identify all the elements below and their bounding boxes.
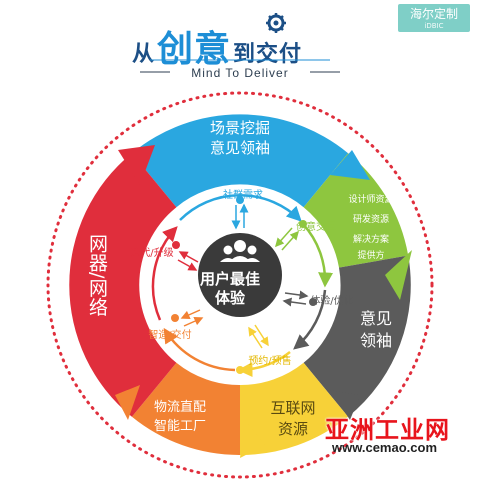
center-line1: 用户最佳 xyxy=(199,270,260,288)
title-main-word: 创意 xyxy=(157,29,232,70)
segment-top-line1: 场景挖掘 xyxy=(209,119,270,137)
segment-right-label: 意见 领袖 xyxy=(346,308,406,352)
segment-right-line2: 领袖 xyxy=(359,331,392,350)
node-right xyxy=(309,298,317,306)
outer-dotted-ring xyxy=(46,91,434,479)
segment-top-line2: 意见领袖 xyxy=(209,139,270,157)
segment-right-top-label: 设计师资源 研发资源 解决方案 提供方 xyxy=(335,192,407,264)
segment-bottom-right-label: 互联网 资源 xyxy=(258,398,328,440)
arrow-tip-right-top xyxy=(385,250,412,300)
title-suffix: 到交付 xyxy=(233,42,303,67)
center-line2: 体验 xyxy=(214,289,245,307)
node-left xyxy=(172,241,180,249)
inner-arc-top xyxy=(179,193,302,222)
segment-bottom-right-line1: 互联网 xyxy=(270,399,316,417)
inner-arc-bottom xyxy=(237,351,291,378)
inner-label-right: 体验/优化 xyxy=(310,296,354,307)
segment-right-top-item: 设计师资源 xyxy=(348,195,394,205)
title-subtitle: Mind To Deliver xyxy=(191,66,289,80)
arrow-tip-top xyxy=(330,150,370,180)
inner-label-bottom-left: 智造/交付 xyxy=(148,330,192,341)
inner-arc-right-top xyxy=(302,223,334,288)
segment-right-top-item: 解决方案 xyxy=(352,235,389,245)
arrow-tip-left xyxy=(118,145,155,185)
brand-sub: iDBIC xyxy=(424,22,444,30)
watermark-text: 亚洲工业网 xyxy=(325,416,450,444)
segment-right-top xyxy=(303,153,409,268)
title-decor-lines xyxy=(140,59,340,73)
segment-bottom-right-line2: 资源 xyxy=(277,420,308,438)
segment-right-top-item: 研发资源 xyxy=(352,215,389,225)
watermark-url: www.cemao.com xyxy=(332,440,437,455)
segment-bottom-left xyxy=(131,362,240,456)
center-label: 用户最佳 体验 xyxy=(190,270,270,308)
title-prefix: 从 xyxy=(132,42,156,67)
brand-logo: 海尔定制 iDBIC xyxy=(398,4,470,32)
inner-label-left: 迭代/升级 xyxy=(130,248,174,259)
title-block: 从创意到交付 Mind To Deliver xyxy=(0,0,480,95)
arrow-tip-bottom-right xyxy=(240,420,265,458)
inner-label-right-top: 创意交互 xyxy=(296,222,336,233)
arrow-tip-bottom-left xyxy=(115,385,140,420)
segment-right-line1: 意见 xyxy=(359,309,392,328)
segment-left-label: 网器/网络 xyxy=(86,233,108,317)
arrow-tip-right xyxy=(330,390,360,420)
users-icon xyxy=(220,240,260,262)
segment-bottom-left-label: 物流直配 智能工厂 xyxy=(140,398,220,436)
inner-label-bottom: 预约/预售 xyxy=(248,356,292,367)
segment-bottom-left-line1: 物流直配 xyxy=(153,400,206,415)
node-right-top xyxy=(299,220,307,228)
segment-right-top-item: 提供方 xyxy=(357,251,385,261)
segment-top xyxy=(131,114,349,208)
segment-bottom-left-line2: 智能工厂 xyxy=(153,419,206,434)
node-top xyxy=(236,196,244,204)
inner-arc-bottom-left xyxy=(163,327,236,372)
segment-bottom-right xyxy=(240,362,349,456)
inner-label-top: 社群需求 xyxy=(223,190,263,201)
inner-arc-left xyxy=(151,226,178,321)
segment-right xyxy=(303,255,411,417)
center-circle xyxy=(198,233,282,317)
node-bottom-left xyxy=(171,314,179,322)
segment-top-label: 场景挖掘 意见领袖 xyxy=(190,118,290,158)
page-title: 从创意到交付 xyxy=(130,20,304,72)
brand-name: 海尔定制 xyxy=(409,7,458,21)
inner-arc-right xyxy=(293,289,327,350)
gear-icon xyxy=(266,13,286,33)
node-bottom xyxy=(236,366,244,374)
segment-left xyxy=(69,153,177,417)
